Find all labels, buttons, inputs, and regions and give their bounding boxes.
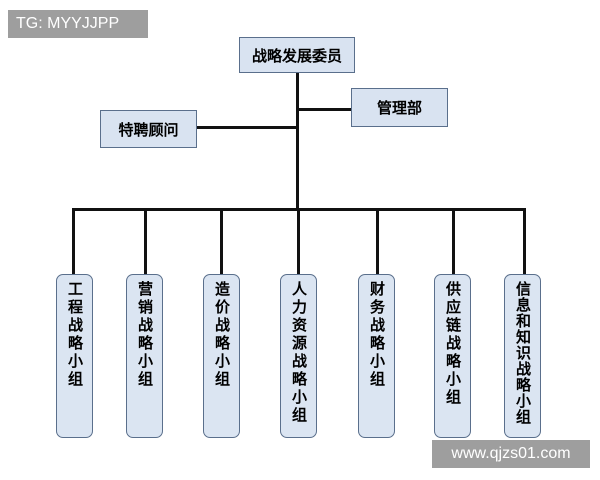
group-box-hr: 人力资源战略小组 <box>280 274 317 438</box>
group-label-engineering: 工程战略小组 <box>66 281 84 389</box>
connector-drop-6 <box>452 208 455 275</box>
connector-drop-1 <box>72 208 75 275</box>
group-box-engineering: 工程战略小组 <box>56 274 93 438</box>
tag-label: TG: MYYJJPP <box>8 10 148 38</box>
connector-drop-7 <box>523 208 526 275</box>
group-box-costing: 造价战略小组 <box>203 274 240 438</box>
group-box-marketing: 营销战略小组 <box>126 274 163 438</box>
group-label-information: 信息和知识战略小组 <box>514 281 532 425</box>
strategy-committee-box: 战略发展委员 <box>239 37 355 73</box>
group-box-information: 信息和知识战略小组 <box>504 274 541 438</box>
group-box-supply-chain: 供应链战略小组 <box>434 274 471 438</box>
management-box: 管理部 <box>351 88 448 127</box>
group-box-finance: 财务战略小组 <box>358 274 395 438</box>
group-label-marketing: 营销战略小组 <box>136 281 154 389</box>
connector-drop-2 <box>144 208 147 275</box>
connector-left <box>196 126 296 129</box>
group-label-hr: 人力资源战略小组 <box>290 281 308 425</box>
connector-right <box>296 108 352 111</box>
group-label-supply-chain: 供应链战略小组 <box>444 281 462 407</box>
advisor-box: 特聘顾问 <box>100 110 197 148</box>
watermark-label: www.qjzs01.com <box>432 440 590 468</box>
connector-drop-4 <box>297 208 300 275</box>
connector-drop-5 <box>376 208 379 275</box>
management-label: 管理部 <box>376 99 422 117</box>
advisor-label: 特聘顾问 <box>118 120 179 139</box>
strategy-committee-label: 战略发展委员 <box>251 46 342 65</box>
connector-trunk <box>296 72 299 211</box>
group-label-finance: 财务战略小组 <box>368 281 386 389</box>
group-label-costing: 造价战略小组 <box>213 281 231 389</box>
connector-drop-3 <box>220 208 223 275</box>
